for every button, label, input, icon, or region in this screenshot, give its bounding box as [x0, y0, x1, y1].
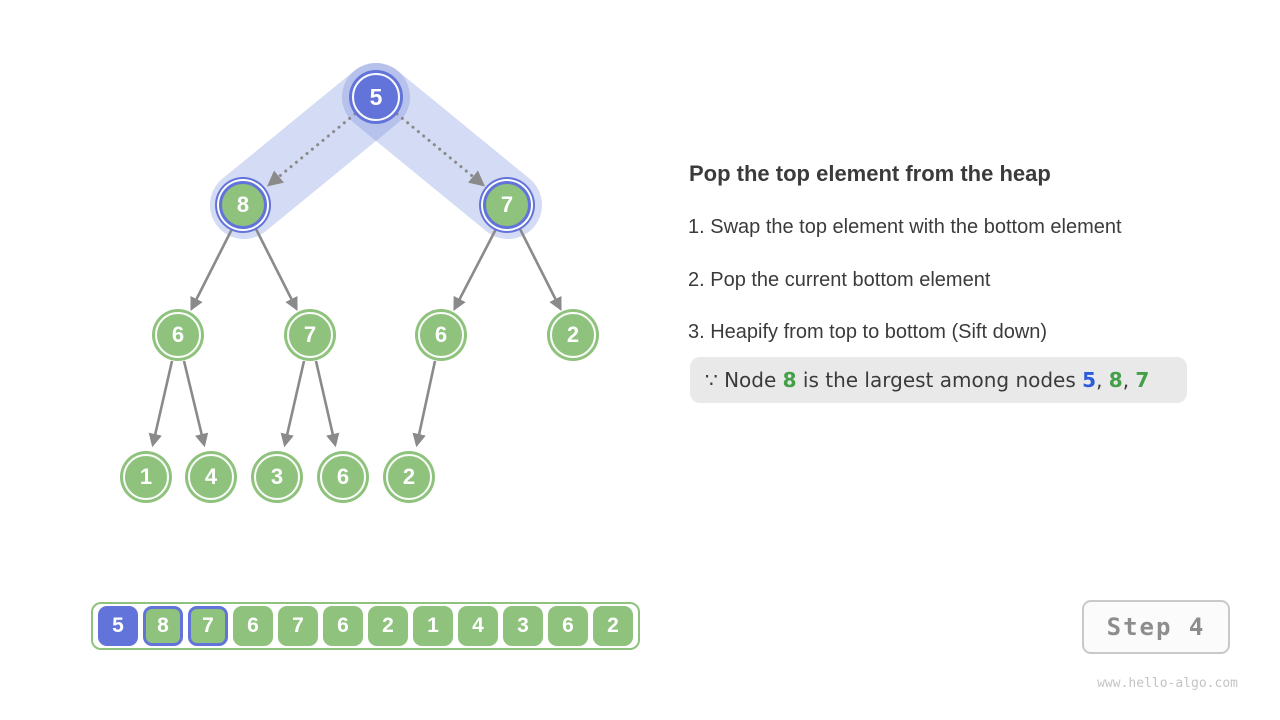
node-value: 6: [336, 464, 350, 489]
tree-node-7: 1: [120, 451, 172, 503]
array-cell-10: 6: [548, 606, 588, 646]
panel-title: Pop the top element from the heap: [689, 161, 1051, 186]
tree-node-8: 4: [185, 451, 237, 503]
heap-tree: 5 8 7 6 7 6 2 1 4 3 6 2: [0, 0, 680, 580]
array-cell-6: 2: [368, 606, 408, 646]
instruction-step-3: 3. Heapify from top to bottom (Sift down…: [688, 321, 1048, 343]
tree-node-9: 3: [251, 451, 303, 503]
node-value: 8: [236, 192, 250, 217]
note-box: ∵ Node 8 is the largest among nodes 5, 8…: [690, 357, 1187, 403]
watermark: www.hello-algo.com: [1097, 676, 1238, 691]
array-cell-7: 1: [413, 606, 453, 646]
note-part: 8: [1108, 368, 1123, 392]
node-value: 7: [500, 192, 514, 217]
array-cell-11: 2: [593, 606, 633, 646]
tree-node-0: 5: [349, 70, 403, 124]
array-cell-8: 4: [458, 606, 498, 646]
instruction-step-1: 1. Swap the top element with the bottom …: [688, 216, 1122, 238]
edge-6-4: [182, 360, 209, 448]
array-cell-3: 6: [233, 606, 273, 646]
tree-edge-arrows: [148, 228, 562, 448]
tree-node-3: 6: [152, 309, 204, 361]
note-part: 8: [782, 368, 797, 392]
node-value: 4: [204, 464, 218, 489]
note-part: is the largest among nodes: [796, 368, 1083, 392]
swap-arrow-left: [266, 112, 357, 187]
array-cell-4: 7: [278, 606, 318, 646]
node-value: 2: [402, 464, 416, 489]
tree-node-4: 7: [284, 309, 336, 361]
array-view: 5 8 7 6 7 6 2 1 4 3 6 2: [91, 602, 640, 650]
edge-8-7: [254, 228, 298, 312]
array-cell-1: 8: [143, 606, 183, 646]
array-cell-5: 6: [323, 606, 363, 646]
edge-6-1: [148, 360, 174, 448]
note-part: ∵ Node: [705, 368, 783, 392]
note-part: 5: [1082, 368, 1097, 392]
tree-node-5: 6: [415, 309, 467, 361]
edge-8-6: [190, 228, 234, 312]
note-part: ,: [1122, 368, 1136, 392]
array-cell-9: 3: [503, 606, 543, 646]
node-value: 1: [139, 464, 153, 489]
swap-arrow-right: [395, 112, 486, 187]
tree-node-10: 6: [317, 451, 369, 503]
array-cell-2: 7: [188, 606, 228, 646]
tree-node-2: 7: [483, 181, 531, 229]
tree-node-6: 2: [547, 309, 599, 361]
swap-arrows: [266, 112, 486, 187]
edge-7-6b: [314, 360, 340, 448]
edge-7-6: [453, 228, 498, 312]
node-value: 2: [566, 322, 580, 347]
node-value: 3: [270, 464, 284, 489]
edge-6-2: [412, 360, 437, 448]
node-value: 6: [171, 322, 185, 347]
instruction-panel: Pop the top element from the heap 1. Swa…: [688, 160, 1208, 403]
tree-node-11: 2: [383, 451, 435, 503]
array-cell-0: 5: [98, 606, 138, 646]
note-part: 7: [1135, 368, 1150, 392]
note-part: ,: [1096, 368, 1109, 392]
step-button[interactable]: Step 4: [1082, 600, 1230, 654]
edge-7-3: [280, 360, 306, 448]
node-value: 7: [303, 322, 317, 347]
node-value: 6: [434, 322, 448, 347]
edge-7-2: [518, 228, 562, 312]
tree-node-1: 8: [219, 181, 267, 229]
node-value: 5: [369, 83, 383, 110]
instruction-step-2: 2. Pop the current bottom element: [688, 269, 991, 291]
